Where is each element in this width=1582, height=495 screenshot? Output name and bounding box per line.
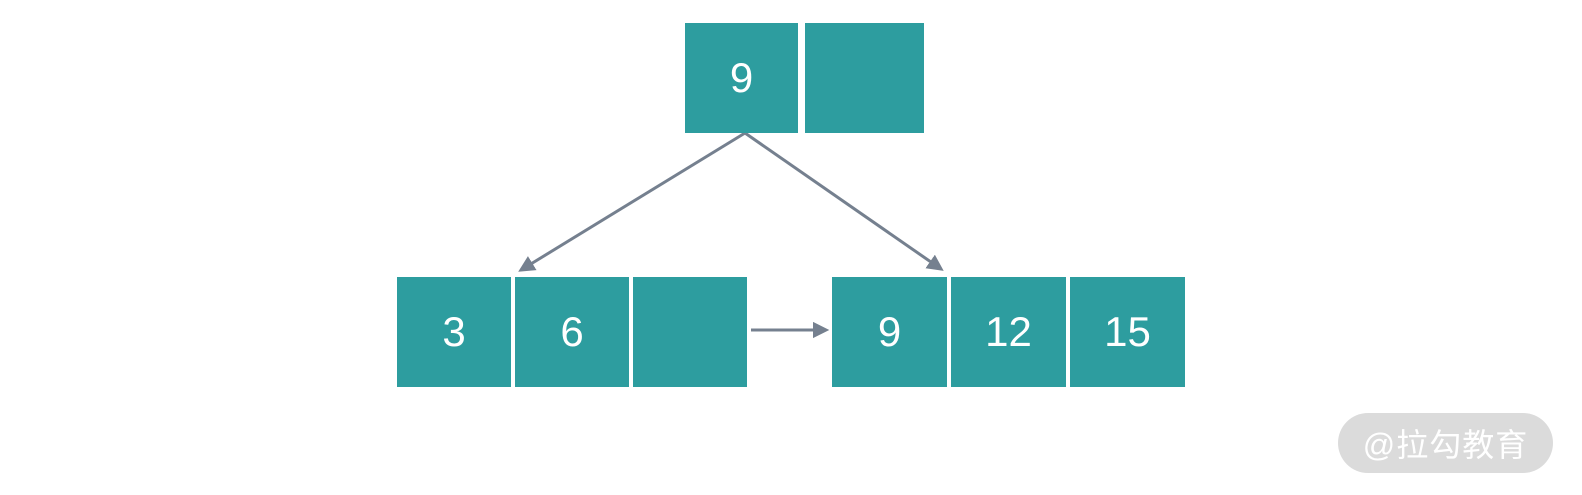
tree-cell: 6 [515, 277, 629, 387]
tree-cell-empty [805, 23, 924, 133]
tree-cell: 9 [832, 277, 947, 387]
tree-cell: 12 [951, 277, 1066, 387]
tree-cell: 3 [397, 277, 511, 387]
root-node: 9 [685, 23, 924, 133]
watermark-badge: @拉勾教育 [1338, 413, 1553, 473]
arrow-root-to-left-leaf [518, 131, 746, 272]
tree-cell-empty [633, 277, 747, 387]
tree-cell: 15 [1070, 277, 1185, 387]
watermark-label: @拉勾教育 [1362, 427, 1529, 463]
tree-cell: 9 [685, 23, 798, 133]
left-leaf-node: 3 6 [397, 277, 747, 387]
right-leaf-node: 9 12 15 [832, 277, 1185, 387]
arrow-root-to-right-leaf [744, 131, 944, 271]
